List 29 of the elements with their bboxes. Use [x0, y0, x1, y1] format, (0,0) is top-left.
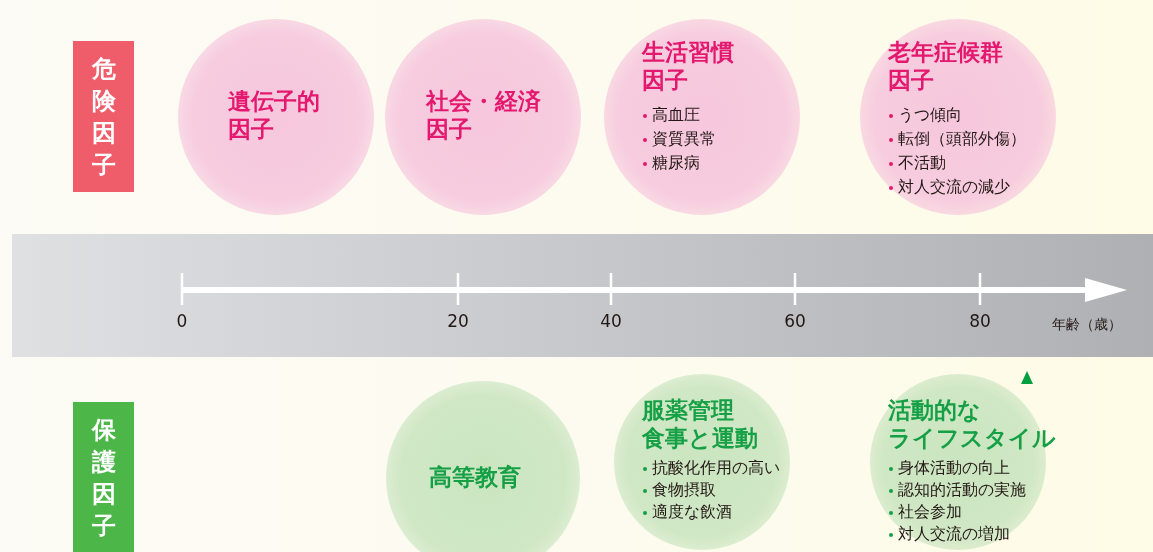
- factor-heading: 社会・経済因子: [426, 87, 542, 143]
- category-label: 危険因子: [73, 41, 134, 192]
- tick-label: 40: [600, 311, 622, 331]
- bullet-item: 転倒（頭部外傷）: [887, 127, 1026, 151]
- tick-label: 60: [784, 311, 806, 331]
- bullet-item: 資質異常: [641, 127, 716, 151]
- tick-label: 20: [447, 311, 469, 331]
- factor-heading: 生活習慣因子: [642, 38, 735, 94]
- tick-label: 0: [176, 311, 188, 331]
- bullet-item: 対人交流の減少: [887, 175, 1010, 199]
- bullet-item: 社会参加: [887, 500, 962, 524]
- bullet-item: 対人交流の増加: [887, 522, 1010, 546]
- bullet-item: 身体活動の向上: [887, 456, 1010, 480]
- factor-heading: 高等教育: [429, 463, 522, 491]
- factor-heading: 老年症候群因子: [888, 38, 1004, 94]
- bullet-item: 認知的活動の実施: [887, 478, 1026, 502]
- bullet-item: 不活動: [887, 151, 946, 175]
- axis-title: 年齢（歳）: [1052, 316, 1122, 334]
- category-label: 保護因子: [73, 402, 134, 552]
- bullet-item: 抗酸化作用の高い: [641, 456, 780, 480]
- factor-heading: 遺伝子的因子: [228, 87, 321, 143]
- factor-heading: 服薬管理 食事と運動: [642, 396, 758, 452]
- bullet-item: 高血圧: [641, 103, 700, 127]
- bullet-item: うつ傾向: [887, 103, 962, 127]
- bullet-item: 糖尿病: [641, 151, 700, 175]
- bullet-item: 適度な飲酒: [641, 500, 732, 524]
- factor-heading: 活動的な ライフスタイル: [888, 396, 1056, 452]
- tick-label: 80: [969, 311, 991, 331]
- bullet-item: 食物摂取: [641, 478, 716, 502]
